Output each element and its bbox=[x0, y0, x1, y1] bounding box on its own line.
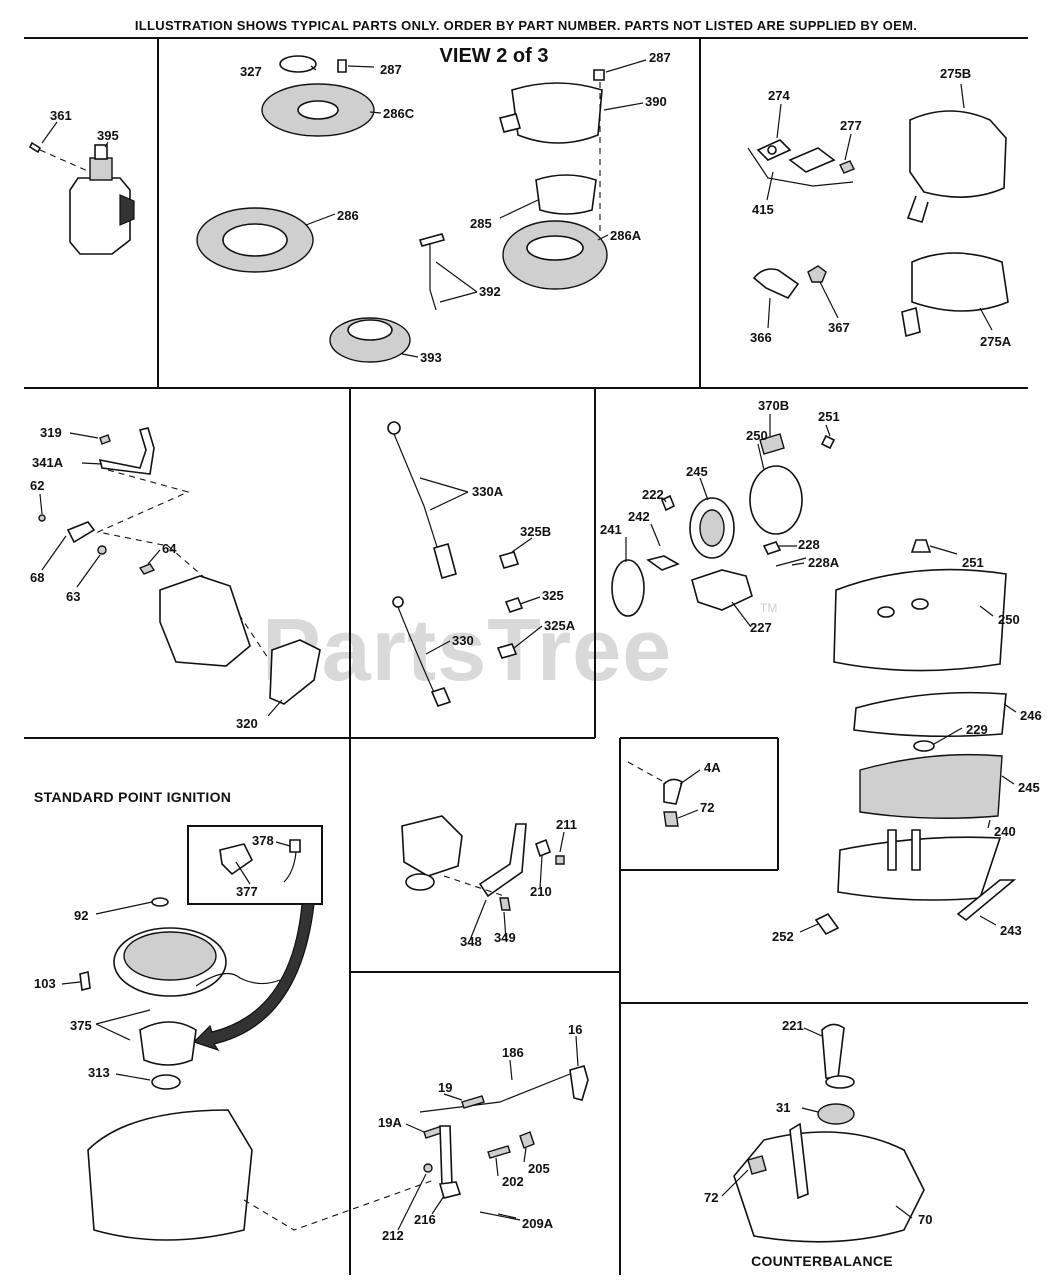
label-393: 393 bbox=[420, 350, 442, 365]
part-labels: 361 395 327 287 286C 286 393 287 390 285… bbox=[30, 50, 1042, 1243]
label-325: 325 bbox=[542, 588, 564, 603]
small-air-cleaner-parts bbox=[611, 414, 836, 628]
label-320: 320 bbox=[236, 716, 258, 731]
label-286: 286 bbox=[337, 208, 359, 223]
label-202: 202 bbox=[502, 1174, 524, 1189]
panel-grid bbox=[24, 37, 1028, 1275]
label-62: 62 bbox=[30, 478, 44, 493]
label-19a: 19A bbox=[378, 1115, 402, 1130]
label-251-b: 251 bbox=[962, 555, 984, 570]
label-229: 229 bbox=[966, 722, 988, 737]
caption-standard-point-ignition: STANDARD POINT IGNITION bbox=[34, 789, 231, 805]
label-245: 245 bbox=[686, 464, 708, 479]
label-19: 19 bbox=[438, 1080, 452, 1095]
label-375: 375 bbox=[70, 1018, 92, 1033]
label-227: 227 bbox=[750, 620, 772, 635]
label-275a: 275A bbox=[980, 334, 1012, 349]
point-ignition-parts: STANDARD POINT IGNITION bbox=[34, 789, 435, 1241]
label-392: 392 bbox=[479, 284, 501, 299]
label-31: 31 bbox=[776, 1100, 790, 1115]
label-72-b: 72 bbox=[704, 1190, 718, 1205]
label-210: 210 bbox=[530, 884, 552, 899]
label-212: 212 bbox=[382, 1228, 404, 1243]
label-277: 277 bbox=[840, 118, 862, 133]
label-390: 390 bbox=[645, 94, 667, 109]
label-330: 330 bbox=[452, 633, 474, 648]
view-title: VIEW 2 of 3 bbox=[440, 45, 549, 67]
label-415: 415 bbox=[752, 202, 774, 217]
label-246: 246 bbox=[1020, 708, 1042, 723]
counterbalance-parts: COUNTERBALANCE bbox=[721, 1023, 925, 1269]
label-221: 221 bbox=[782, 1018, 804, 1033]
label-287: 287 bbox=[380, 62, 402, 77]
label-205: 205 bbox=[528, 1161, 550, 1176]
label-241: 241 bbox=[600, 522, 622, 537]
muffler-parts bbox=[747, 83, 1009, 338]
label-313: 313 bbox=[88, 1065, 110, 1080]
label-341a: 341A bbox=[32, 455, 64, 470]
air-cleaner-parts bbox=[196, 55, 647, 363]
label-361: 361 bbox=[50, 108, 72, 123]
label-243: 243 bbox=[1000, 923, 1022, 938]
label-367: 367 bbox=[828, 320, 850, 335]
carburetor-parts bbox=[401, 815, 565, 941]
label-16: 16 bbox=[568, 1022, 582, 1037]
label-286c: 286C bbox=[383, 106, 415, 121]
label-370b: 370B bbox=[758, 398, 789, 413]
label-250-b: 250 bbox=[998, 612, 1020, 627]
label-349: 349 bbox=[494, 930, 516, 945]
label-325b: 325B bbox=[520, 524, 551, 539]
label-72: 72 bbox=[700, 800, 714, 815]
label-327: 327 bbox=[240, 64, 262, 79]
label-286a: 286A bbox=[610, 228, 642, 243]
label-216: 216 bbox=[414, 1212, 436, 1227]
label-319: 319 bbox=[40, 425, 62, 440]
large-air-cleaner-parts bbox=[799, 539, 1017, 936]
watermark: PartsTree bbox=[262, 600, 672, 699]
watermark-tm: TM bbox=[760, 601, 777, 615]
label-64: 64 bbox=[162, 541, 177, 556]
label-366: 366 bbox=[750, 330, 772, 345]
label-222: 222 bbox=[642, 487, 664, 502]
label-348: 348 bbox=[460, 934, 482, 949]
label-250: 250 bbox=[746, 428, 768, 443]
label-209a: 209A bbox=[522, 1216, 554, 1231]
label-285: 285 bbox=[470, 216, 492, 231]
label-228: 228 bbox=[798, 537, 820, 552]
label-252: 252 bbox=[772, 929, 794, 944]
label-245-b: 245 bbox=[1018, 780, 1040, 795]
label-228a: 228A bbox=[808, 555, 840, 570]
label-68: 68 bbox=[30, 570, 44, 585]
label-70: 70 bbox=[918, 1212, 932, 1227]
label-330a: 330A bbox=[472, 484, 504, 499]
label-186: 186 bbox=[502, 1045, 524, 1060]
ignition-coil-395 bbox=[28, 121, 135, 255]
caption-counterbalance: COUNTERBALANCE bbox=[751, 1253, 893, 1269]
elbow-parts bbox=[627, 761, 701, 827]
label-4a: 4A bbox=[704, 760, 721, 775]
label-395: 395 bbox=[97, 128, 119, 143]
label-103: 103 bbox=[34, 976, 56, 991]
wire-parts bbox=[387, 421, 543, 707]
label-251: 251 bbox=[818, 409, 840, 424]
label-63: 63 bbox=[66, 589, 80, 604]
label-211: 211 bbox=[556, 817, 577, 832]
label-274: 274 bbox=[768, 88, 790, 103]
governor-bracket-parts bbox=[38, 427, 321, 717]
label-240: 240 bbox=[994, 824, 1016, 839]
label-378: 378 bbox=[252, 833, 274, 848]
label-377: 377 bbox=[236, 884, 258, 899]
label-287-b: 287 bbox=[649, 50, 671, 65]
header-notice: ILLUSTRATION SHOWS TYPICAL PARTS ONLY. O… bbox=[135, 18, 917, 33]
label-325a: 325A bbox=[544, 618, 576, 633]
label-242: 242 bbox=[628, 509, 650, 524]
governor-linkage-parts bbox=[397, 1035, 589, 1231]
label-275b: 275B bbox=[940, 66, 971, 81]
label-92: 92 bbox=[74, 908, 88, 923]
